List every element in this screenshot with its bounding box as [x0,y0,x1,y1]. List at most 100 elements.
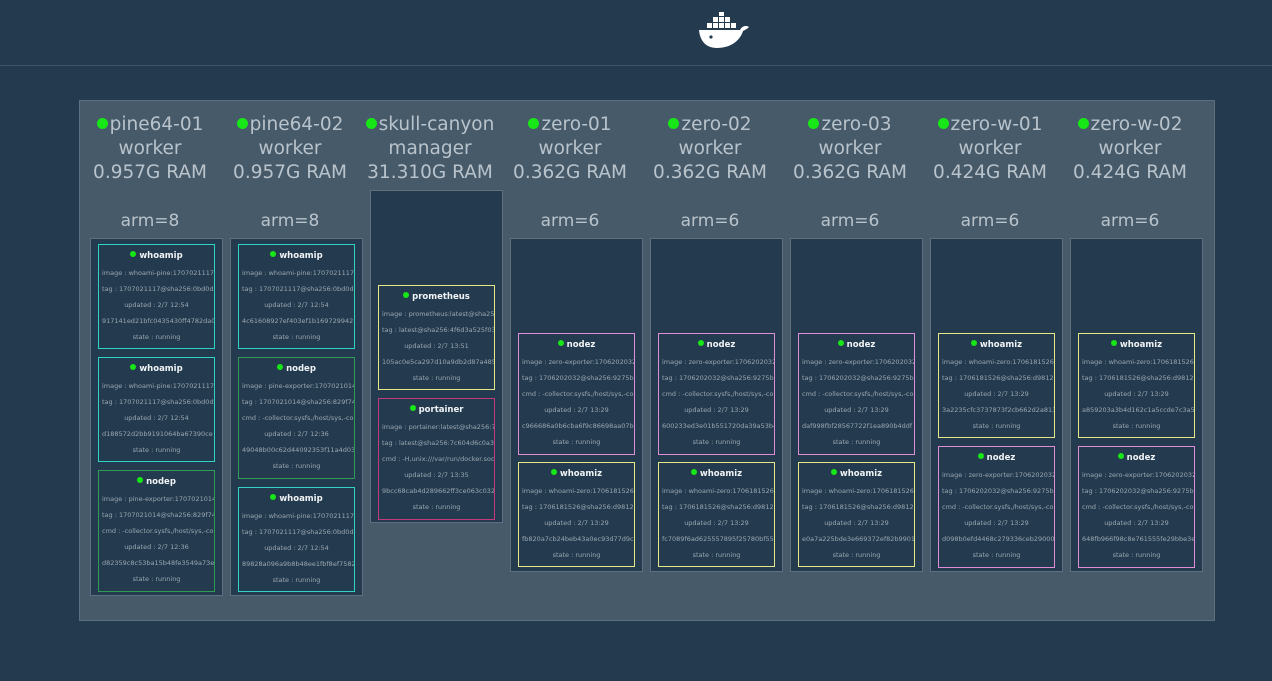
task-updated: updated : 2/7 12:54 [124,301,189,309]
task-id: 4c61608927ef403ef1b1697299427 [242,317,354,325]
task-image: image : whoami-zero:1706181526@sha256:d9… [1082,358,1194,366]
task-state: state : running [1112,422,1161,430]
task-name: nodez [1126,453,1156,463]
task-image: image : pine-exporter:1707021014@sha256:… [242,382,354,390]
task-title: whoamiz [659,469,774,483]
task-cmd: cmd : -collector.sysfs,/host/sys,-col [662,390,774,398]
task-id: d82359c8c53ba15b48fe3549a73ef [102,559,214,567]
task-title: nodez [1079,453,1194,467]
task-state: state : running [832,551,881,559]
node-name-text: pine64-01 [109,114,204,135]
task-name: nodez [846,340,876,350]
node-name: zero-01 [500,113,640,137]
node-status-dot-icon [528,118,540,129]
task-name: whoamiz [979,340,1023,350]
task-tag: tag : 1706181526@sha256:d98126 [942,374,1054,382]
task-name: nodez [706,340,736,350]
task-id: daf998fbf28567722f1ea890b4ddf [802,422,913,430]
task-status-dot-icon [970,340,977,346]
task-cmd: cmd : -collector.sysfs,/host/sys,-col [802,390,914,398]
task-tag: tag : 1706181526@sha256:d98126 [522,503,634,511]
task-updated: updated : 2/7 13:51 [404,342,469,350]
task-status-dot-icon [830,469,837,475]
task-tag: tag : 1707021117@sha256:0bd0d8 [242,285,354,293]
task-name: nodez [566,340,596,350]
task-updated: updated : 2/7 13:29 [684,519,749,527]
node-status-dot-icon [1077,118,1089,129]
node-role: manager [388,138,472,159]
task-image: image : pine-exporter:1707021014@sha256:… [102,495,214,503]
task-status-dot-icon [137,477,144,483]
node-ram: 0.362G RAM [513,162,627,183]
task-name: whoamiz [699,469,743,479]
task-id: 89828a096a9b8b48ee1fbf8ef7582 [242,560,354,568]
task-image: image : whoami-pine:1707021117@sha256:0b… [242,512,354,520]
task-state: state : running [412,374,461,382]
task-image: image : zero-exporter:1706202032@sha256:… [522,358,634,366]
task-updated: updated : 2/7 12:36 [264,430,329,438]
task-stack: nodez image : zero-exporter:1706202032@sh… [510,238,643,572]
task-tag: tag : 1707021014@sha256:829f747 [242,398,354,406]
task-id: fb820a7cb24beb43a0ec93d77d9c [522,535,634,543]
task-card-nodez[interactable]: nodez image : zero-exporter:1706202032@sh… [518,333,635,455]
node-arch-label: arm=6 [1100,211,1160,231]
task-card-nodep[interactable]: nodep image : pine-exporter:1707021014@sh… [238,357,355,479]
task-tag: tag : 1706181526@sha256:d98126 [802,503,914,511]
task-status-dot-icon [557,340,564,346]
task-cmd: cmd : -H,unix:///var/run/docker.sock [382,455,494,463]
task-title: whoamiz [799,469,914,483]
task-tag: tag : 1707021117@sha256:0bd0d8 [242,528,354,536]
node-name: skull-canyon [360,113,500,137]
task-updated: updated : 2/7 13:29 [544,519,609,527]
node-name-text: zero-03 [821,114,892,135]
task-status-dot-icon [403,292,410,298]
task-image: image : zero-exporter:1706202032@sha256:… [942,471,1054,479]
task-state: state : running [552,438,601,446]
task-tag: tag : 1706202032@sha256:9275b5 [522,374,634,382]
task-cmd: cmd : -collector.sysfs,/host/sys,-col [102,527,214,535]
task-id: 917141ed21bfc0435430ff4782da0 [102,317,214,325]
node-status-dot-icon [236,118,248,129]
node-ram: 0.957G RAM [93,162,207,183]
node-ram: 0.424G RAM [933,162,1047,183]
task-updated: updated : 2/7 13:29 [684,406,749,414]
node-role: worker [958,138,1022,159]
task-updated: updated : 2/7 13:29 [1104,390,1169,398]
node-name: zero-03 [780,113,920,137]
task-name: nodep [286,364,316,374]
task-id: 9bcc68cab4d289662ff3ce063c0327 [382,487,494,495]
node-name-text: skull-canyon [378,114,495,135]
task-state: state : running [272,576,321,584]
node-arch-label: arm=8 [260,211,320,231]
task-id: e0a7a225bde3e669372ef82b9901 [802,535,914,543]
top-bar [0,0,1272,66]
task-updated: updated : 2/7 13:29 [1104,519,1169,527]
node-arch-label: arm=6 [960,211,1020,231]
